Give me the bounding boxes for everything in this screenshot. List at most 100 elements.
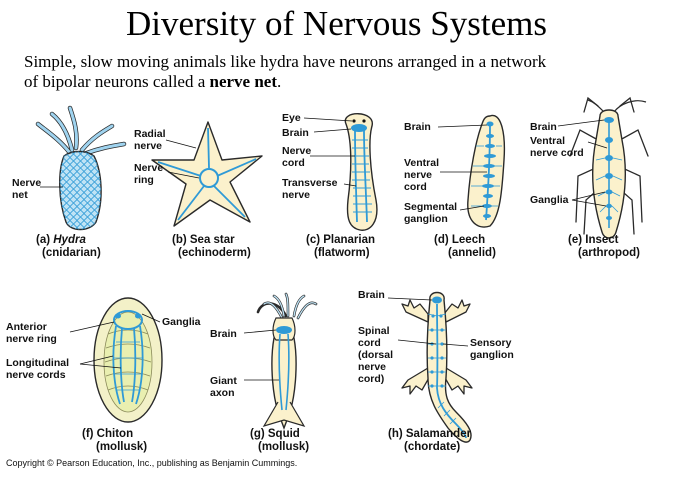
- seastar-radial-label-2: nerve: [134, 140, 162, 152]
- chiton-longitudinal-nerve-cords: [112, 325, 144, 405]
- salamander-brain: [432, 296, 442, 304]
- squid-tentacles-fill: [263, 293, 317, 319]
- salamander-spinal-label: Spinal: [358, 325, 390, 337]
- hydra-caption-group: (cnidarian): [42, 247, 101, 259]
- squid-caption-group: (mollusk): [258, 441, 309, 453]
- seastar-figure: Radial nerve Nerve ring (b) Sea star (ec…: [134, 121, 263, 259]
- chiton-anterior-nerve-ring: [113, 310, 143, 330]
- salamander-brain-leader: [387, 297, 433, 301]
- insect-antennae: [587, 99, 647, 113]
- seastar-ring-leader: [167, 171, 200, 179]
- planarian-brain-leader: [313, 128, 352, 133]
- slide-title: Diversity of Nervous Systems: [126, 4, 547, 43]
- leech-ventral-label: Ventral: [404, 157, 439, 169]
- salamander-figure: Brain Spinal cord (dorsal nerve cord) Se…: [358, 289, 514, 453]
- chiton-longitudinal-label-2: nerve cords: [6, 369, 66, 381]
- insect-ganglia-leader: [571, 191, 606, 201]
- chiton-caption-group: (mollusk): [96, 441, 147, 453]
- seastar-nerve-ring: [199, 168, 219, 188]
- salamander-caption-group: (chordate): [404, 441, 460, 453]
- leech-side-nerves: [471, 145, 502, 207]
- planarian-eye-label: Eye: [282, 112, 301, 124]
- planarian-eye: [352, 119, 356, 123]
- insect-ganglia-label: Ganglia: [530, 194, 569, 206]
- insect-brain-label: Brain: [530, 121, 557, 133]
- insect-ventral-leader: [587, 141, 608, 149]
- intro-line-2-suffix: .: [277, 72, 282, 91]
- insect-brain-leader: [557, 119, 605, 127]
- salamander-brain-label: Brain: [358, 289, 385, 301]
- planarian-brain-label: Brain: [282, 127, 309, 139]
- leech-brain-label: Brain: [404, 121, 431, 133]
- leech-brain: [486, 121, 494, 127]
- squid-brain-leader: [243, 329, 277, 334]
- leech-segmental-leader: [459, 205, 485, 211]
- leech-body: [467, 114, 506, 228]
- leech-brain-leader: [437, 124, 488, 128]
- insect-caption-group: (arthropod): [578, 247, 640, 259]
- chiton-longitudinal-leader-2: [79, 363, 122, 369]
- planarian-transverse-nerves: [352, 139, 372, 213]
- intro-line-2-prefix: of bipolar neurons called a: [24, 72, 210, 91]
- chiton-ganglia: [115, 313, 141, 319]
- chiton-longitudinal-label: Longitudinal: [6, 357, 69, 369]
- insect-ventral-label: Ventral: [530, 135, 565, 147]
- salamander-spinal-nerves: [427, 313, 457, 425]
- squid-giant-label-2: axon: [210, 387, 235, 399]
- salamander-spinal-label-2: cord: [358, 337, 381, 349]
- planarian-transverse-label-2: nerve: [282, 189, 310, 201]
- leech-figure: Brain Ventral nerve cord Segmental gangl…: [404, 114, 506, 259]
- hydra-nerve-net-label: Nerve: [12, 177, 41, 189]
- chiton-anterior-label: Anterior: [6, 321, 47, 333]
- salamander-spinal-cord: [436, 303, 467, 439]
- seastar-ring-label: Nerve: [134, 162, 163, 174]
- copyright-notice: Copyright © Pearson Education, Inc., pub…: [6, 458, 298, 468]
- seastar-radial-label: Radial: [134, 128, 166, 140]
- hydra-caption: (a) Hydra: [36, 234, 86, 246]
- planarian-cord-label-2: cord: [282, 157, 305, 169]
- chiton-mantle: [103, 311, 153, 413]
- squid-fins: [262, 401, 306, 428]
- hydra-figure: Nerve net (a) Hydra (cnidarian): [12, 105, 127, 259]
- planarian-transverse-leader: [343, 183, 357, 187]
- leech-segmental-ganglia: [482, 134, 496, 218]
- intro-text: Simple, slow moving animals like hydra h…: [24, 52, 644, 92]
- chiton-longitudinal-leader: [79, 355, 114, 365]
- chiton-ganglia-leader: [141, 313, 161, 323]
- insect-side-nerves: [595, 157, 623, 213]
- leech-caption: (d) Leech: [434, 234, 485, 246]
- squid-giant-label: Giant: [210, 375, 237, 387]
- seastar-radial-leader: [165, 139, 197, 149]
- chiton-ganglia-label: Ganglia: [162, 316, 201, 328]
- salamander-legs: [401, 299, 473, 395]
- insect-caption: (e) Insect: [568, 234, 619, 246]
- planarian-caption: (c) Planarian: [306, 234, 375, 246]
- salamander-spinal-leader: [397, 339, 437, 345]
- squid-brain: [276, 326, 292, 334]
- insect-figure: Brain Ventral nerve cord Ganglia (e) Ins…: [530, 96, 649, 259]
- salamander-caption: (h) Salamander: [388, 428, 472, 440]
- seastar-body: [151, 121, 263, 227]
- seastar-ring-label-2: ring: [134, 174, 154, 186]
- hydra-nerve-net: [59, 151, 102, 230]
- planarian-cord-label: Nerve: [282, 145, 311, 157]
- salamander-spinal-label-4: nerve: [358, 361, 386, 373]
- squid-brain-label: Brain: [210, 328, 237, 340]
- chiton-figure: Ganglia Anterior nerve ring Longitudinal…: [6, 297, 201, 453]
- salamander-sensory-label-2: ganglion: [470, 349, 514, 361]
- insect-brain: [604, 117, 614, 123]
- insect-ganglia: [605, 137, 613, 220]
- hydra-tentacles-fill: [36, 106, 126, 156]
- salamander-spinal-label-3: (dorsal: [358, 349, 393, 361]
- squid-caption: (g) Squid: [250, 428, 300, 440]
- insect-ventral-label-2: nerve cord: [530, 147, 584, 159]
- leech-segmental-label: Segmental: [404, 201, 457, 213]
- seastar-radial-nerves: [157, 127, 257, 221]
- planarian-transverse-label: Transverse: [282, 177, 338, 189]
- chiton-anterior-label-2: nerve ring: [6, 333, 57, 345]
- insect-ganglia-leader-2: [571, 199, 607, 207]
- squid-giant-axons: [278, 333, 290, 411]
- chiton-caption: (f) Chiton: [82, 428, 133, 440]
